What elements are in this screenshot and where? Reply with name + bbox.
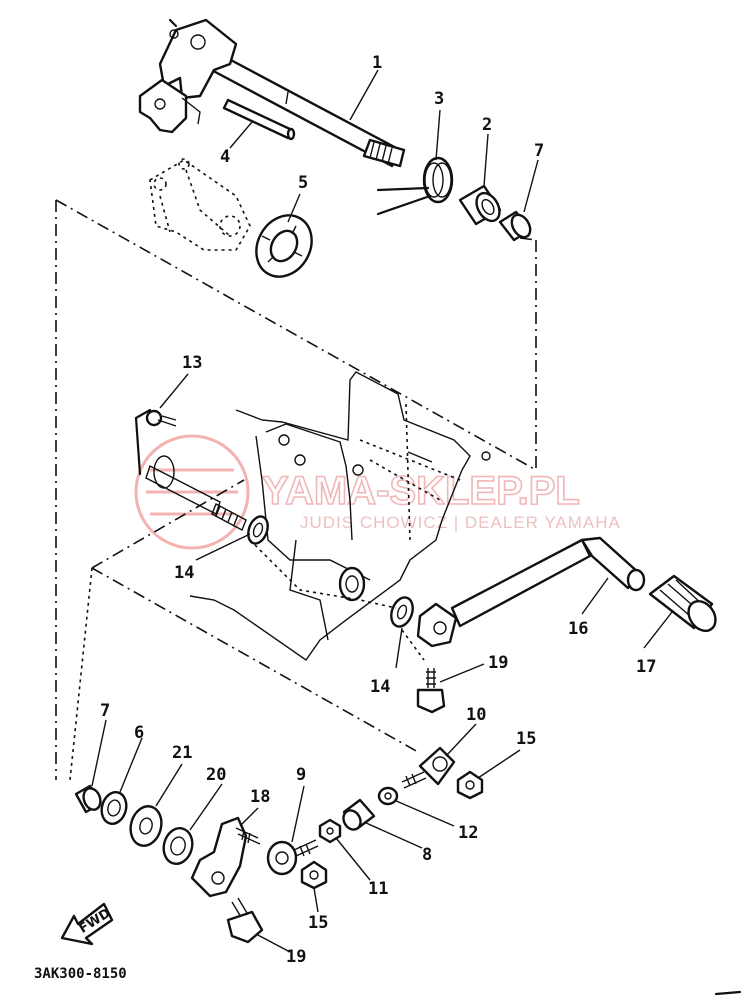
callout-21: 21	[172, 743, 192, 763]
shaft-assembly-part-13	[134, 408, 247, 531]
nut-part-15-upper	[456, 770, 484, 800]
shift-pedal-part-16	[416, 536, 646, 648]
bush-part-7-bottom	[74, 784, 102, 814]
callout-13: 13	[182, 353, 202, 373]
callout-numbers: 1 2 3 4 5 6 7 7 8 9 10 11 12 13 14 14 15…	[100, 53, 656, 967]
diagram-code: 3AK300-8150	[34, 966, 127, 982]
rubber-part-17	[648, 574, 717, 633]
callout-14-upper: 14	[174, 563, 194, 583]
watermark-subtext: JUDIS CHOWICZ | DEALER YAMAHA	[300, 513, 621, 532]
shift-shaft-part-1	[138, 18, 406, 168]
nut-part-15-lower	[300, 860, 328, 890]
collar-part-8	[342, 798, 376, 831]
callout-16: 16	[568, 619, 588, 639]
bearing-part-5	[255, 214, 313, 278]
callout-7-top: 7	[534, 141, 544, 161]
callout-11: 11	[368, 879, 388, 899]
leader-lines	[69, 69, 673, 953]
lever-part-18	[190, 816, 261, 898]
pin-part-4	[222, 98, 296, 141]
rod-end-part-9	[266, 839, 319, 876]
nut-part-11	[318, 818, 342, 844]
callout-18: 18	[250, 787, 270, 807]
watermark-logo	[134, 434, 250, 550]
frame-outline	[55, 199, 537, 780]
callout-3: 3	[434, 89, 444, 109]
callout-14-lower: 14	[370, 677, 390, 697]
crankcase-outline	[189, 371, 491, 661]
callout-20: 20	[206, 765, 226, 785]
fwd-arrow-icon: FWD	[60, 902, 114, 946]
callout-7-bottom: 7	[100, 701, 110, 721]
watermark: YAMA-SKLEP.PL JUDIS CHOWICZ | DEALER YAM…	[134, 434, 621, 550]
seal-part-6	[100, 791, 128, 825]
callout-15-upper: 15	[516, 729, 536, 749]
callout-2: 2	[482, 115, 492, 135]
callout-19-lower: 19	[286, 947, 306, 967]
callout-10: 10	[466, 705, 486, 725]
collar-part-2	[458, 184, 502, 226]
washer-part-14-lower	[390, 596, 414, 628]
bush-part-7-top	[498, 210, 532, 242]
washer-part-14-upper	[247, 515, 269, 545]
washer-part-21	[129, 805, 163, 847]
case-boss	[338, 566, 366, 602]
callout-5: 5	[298, 173, 308, 193]
rod-end-part-10	[401, 746, 456, 789]
callout-4: 4	[220, 147, 230, 167]
watermark-text: YAMA-SKLEP.PL	[262, 469, 580, 513]
bolt-part-19-upper	[416, 668, 446, 714]
callout-19-upper: 19	[488, 653, 508, 673]
callout-9: 9	[296, 765, 306, 785]
callout-8: 8	[422, 845, 432, 865]
callout-6: 6	[134, 723, 144, 743]
callout-12: 12	[458, 823, 478, 843]
shift-drum-part-5	[149, 158, 251, 251]
seal-part-20	[162, 827, 194, 865]
nut-part-12	[377, 786, 399, 806]
callout-1: 1	[372, 53, 382, 73]
corner-mark	[714, 990, 742, 996]
callout-15-lower: 15	[308, 913, 328, 933]
bolt-part-19-lower	[226, 897, 264, 944]
spring-part-3	[376, 156, 454, 216]
callout-17: 17	[636, 657, 656, 677]
